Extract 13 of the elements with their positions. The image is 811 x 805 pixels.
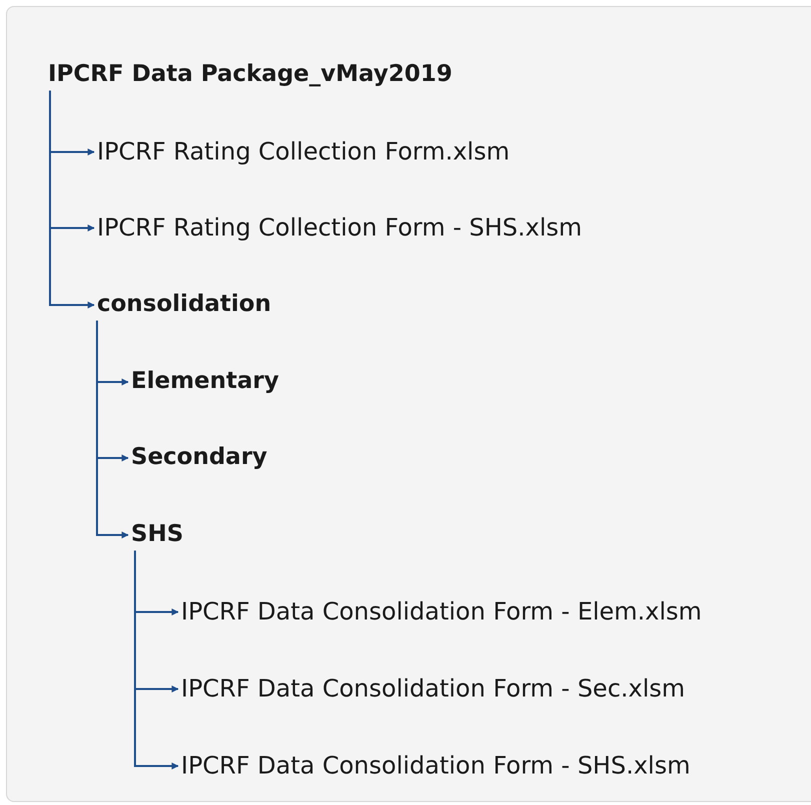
tree-title: IPCRF Data Package_vMay2019: [48, 61, 452, 89]
tree-item: IPCRF Data Consolidation Form - Sec.xlsm: [181, 674, 686, 704]
tree-item: Elementary: [131, 368, 279, 396]
tree-connector: [134, 550, 179, 770]
tree-item: SHS: [131, 521, 184, 549]
tree-item: consolidation: [97, 291, 272, 319]
tree-item: IPCRF Data Consolidation Form - SHS.xlsm: [181, 752, 690, 780]
tree-item: IPCRF Rating Collection Form.xlsm: [97, 138, 510, 166]
tree-connector: [96, 320, 129, 538]
tree-item: IPCRF Data Consolidation Form - Elem.xlsm: [181, 598, 702, 626]
tree-item: Secondary: [131, 444, 268, 472]
tree-item: IPCRF Rating Collection Form - SHS.xlsm: [97, 214, 582, 242]
tree-connector: [49, 90, 95, 308]
